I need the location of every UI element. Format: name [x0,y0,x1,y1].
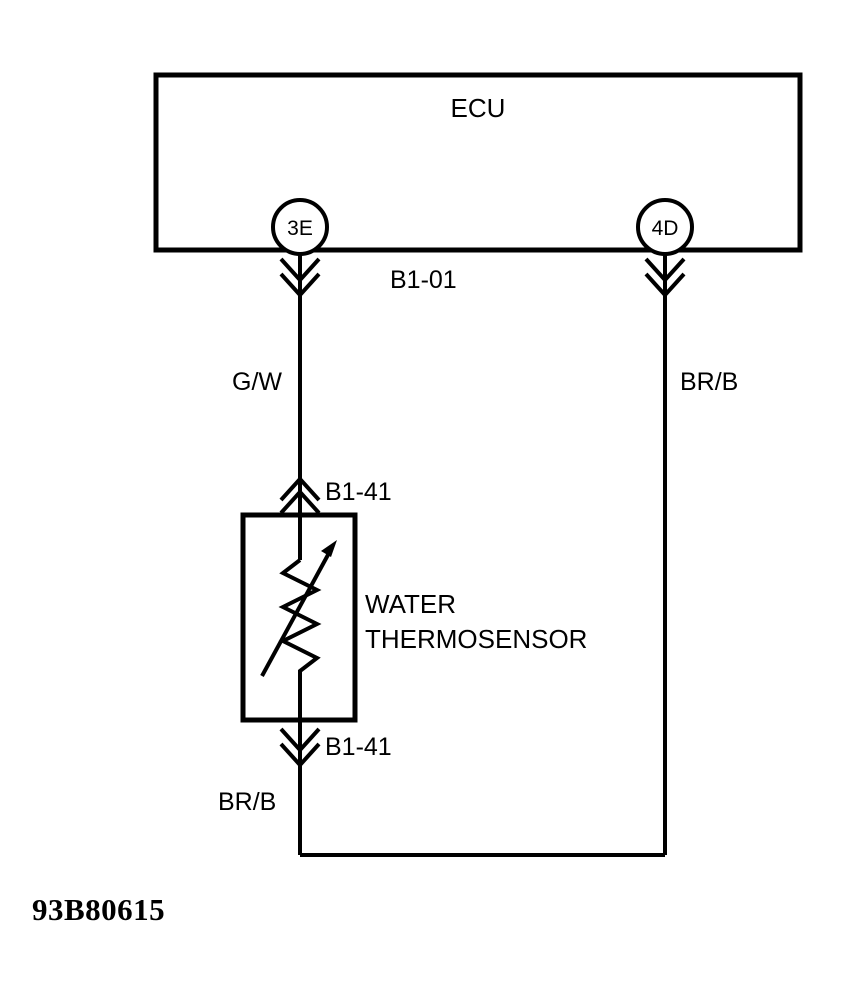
wire-color-label-brb-left: BR/B [218,788,276,816]
component-name-line1: WATER [365,589,456,619]
connector-label-b1-41-top: B1-41 [325,478,392,506]
arrow-up-sensor-top-icon [279,470,321,517]
ecu-box [153,72,803,253]
arrow-down-sensor-bottom-icon [279,720,321,775]
terminal-3e-label: 3E [287,217,313,240]
connector-label-b1-01: B1-01 [390,266,457,294]
arrow-down-3e-icon [279,252,321,305]
terminal-4d-label: 4D [652,217,679,240]
component-name-line2: THERMOSENSOR [365,624,587,654]
ecu-label: ECU [451,93,506,123]
thermistor-variable-arrow-icon [260,540,337,677]
connector-label-b1-41-bottom: B1-41 [325,733,392,761]
figure-id-label: 93B80615 [32,892,165,927]
wire-color-label-brb-right: BR/B [680,368,738,396]
arrow-down-4d-icon [644,252,686,305]
wire-color-label-gw: G/W [232,368,282,396]
thermistor-zigzag-symbol [278,558,322,680]
